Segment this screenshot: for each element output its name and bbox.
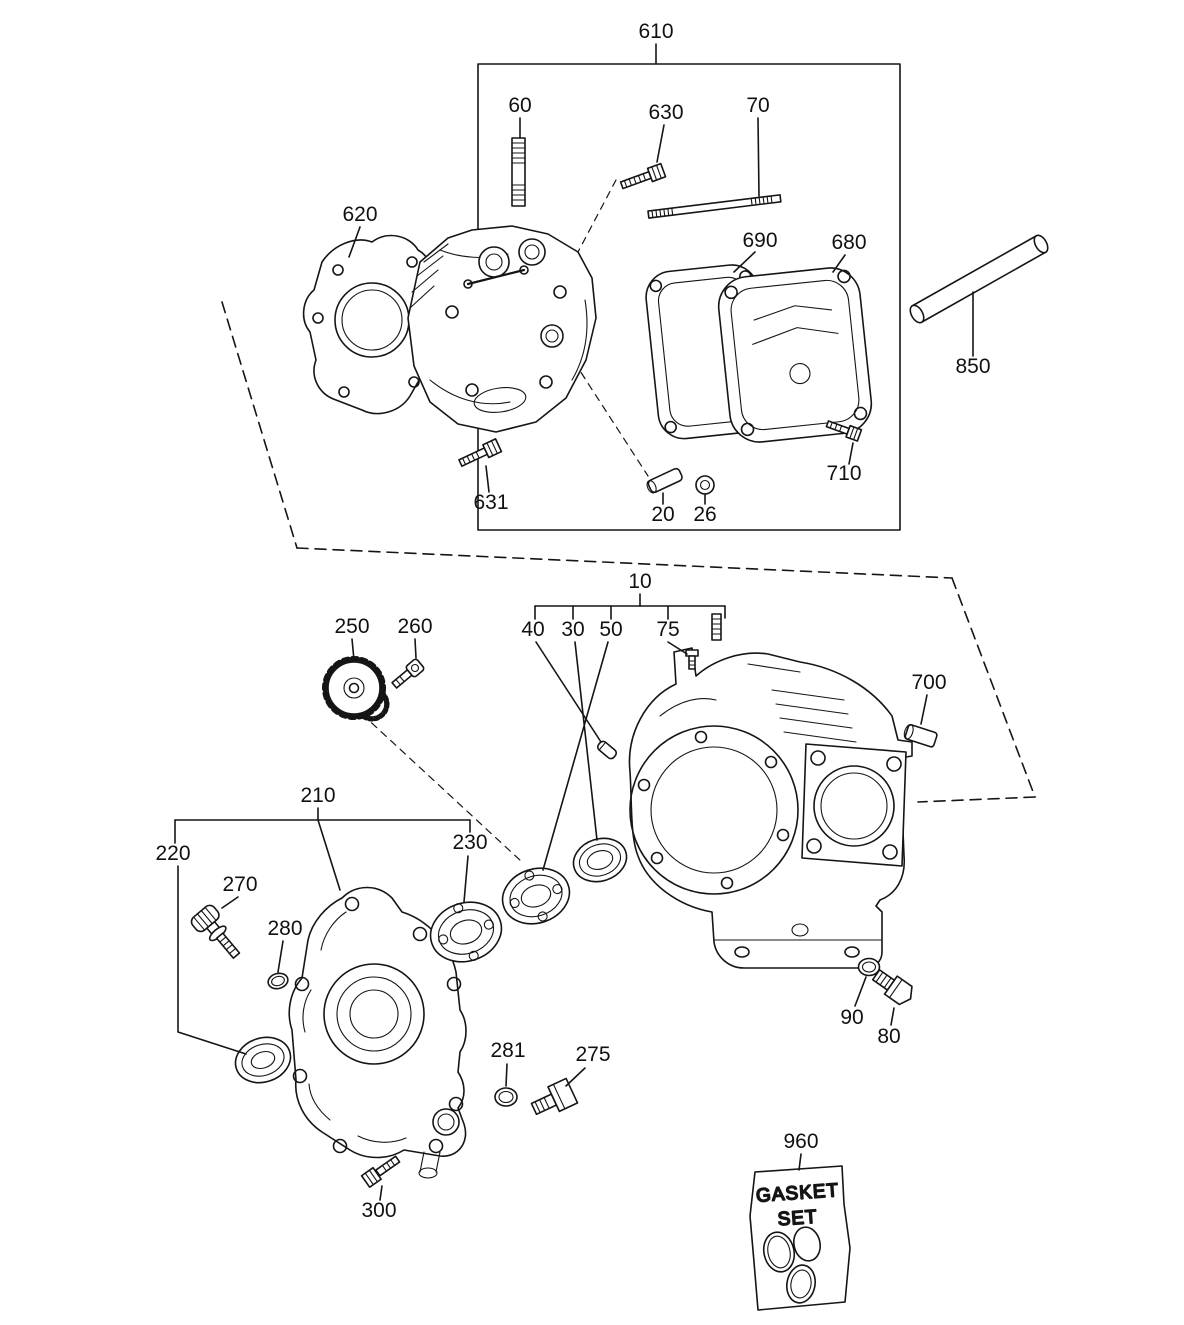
o-ring-90 [857, 957, 881, 977]
part-label-300: 300 [361, 1199, 396, 1222]
oil-seal-30 [572, 837, 628, 883]
bolt-710 [825, 420, 863, 442]
part-label-260: 260 [397, 615, 432, 638]
o-ring-280 [267, 972, 289, 990]
part-label-220: 220 [155, 842, 190, 865]
part-label-30: 30 [561, 618, 584, 641]
bolt-630 [619, 162, 667, 190]
ball-bearing-230 [429, 901, 503, 963]
part-label-10: 10 [628, 570, 651, 593]
bolt-631 [458, 438, 503, 467]
part-label-275: 275 [575, 1043, 610, 1066]
part-label-280: 280 [267, 917, 302, 940]
gasket-set-960: GASKET SET [749, 1165, 851, 1311]
part-label-630: 630 [648, 101, 683, 124]
bracket-210 [174, 807, 471, 891]
governor-gear-250 [322, 656, 390, 722]
part-label-700: 700 [911, 671, 946, 694]
part-label-710: 710 [826, 462, 861, 485]
part-label-90: 90 [840, 1006, 863, 1029]
oil-seal-220 [234, 1036, 292, 1084]
part-label-850: 850 [955, 355, 990, 378]
bracket-10 [534, 593, 726, 620]
breather-tube-850 [909, 234, 1049, 324]
stud-bolt-60 [511, 137, 526, 207]
stud-bolt-70 [647, 194, 782, 219]
cylinder-head [407, 225, 597, 433]
part-label-50: 50 [599, 618, 622, 641]
part-label-281: 281 [490, 1039, 525, 1062]
part-label-680: 680 [831, 231, 866, 254]
part-label-631: 631 [473, 491, 508, 514]
gasket-set-text-line2: SET [777, 1207, 818, 1231]
crankcase [628, 613, 913, 969]
dowel-pin-40 [596, 740, 618, 760]
dowel-pin-700 [903, 724, 938, 748]
part-label-40: 40 [521, 618, 544, 641]
section-boundary-dashed [221, 301, 1036, 803]
leader-lines [177, 117, 974, 1201]
part-label-230: 230 [452, 831, 487, 854]
part-label-960: 960 [783, 1130, 818, 1153]
part-label-20: 20 [651, 503, 674, 526]
bolt-300 [360, 1155, 401, 1189]
side-cover-210 [288, 886, 467, 1179]
part-label-210: 210 [300, 784, 335, 807]
part-label-250: 250 [334, 615, 369, 638]
valve-cover-680 [717, 267, 873, 443]
part-label-60: 60 [508, 94, 531, 117]
drain-plug-80 [871, 969, 913, 1006]
part-label-270: 270 [222, 873, 257, 896]
pipe-20 [646, 467, 683, 494]
part-label-620: 620 [342, 203, 377, 226]
part-label-26: 26 [693, 503, 716, 526]
ball-bearing-50 [501, 867, 571, 925]
part-label-75: 75 [656, 618, 679, 641]
part-label-690: 690 [742, 229, 777, 252]
part-label-70: 70 [746, 94, 769, 117]
part-label-610: 610 [638, 20, 673, 43]
cap-nut-26 [695, 475, 715, 495]
bolt-260 [391, 658, 425, 689]
part-labels: 610 60 630 70 620 690 680 850 631 20 26 710 10 250 260… [155, 20, 990, 1222]
oil-dipstick-270 [190, 904, 241, 959]
o-ring-281 [494, 1087, 518, 1107]
square-plug-275 [530, 1077, 579, 1116]
part-label-80: 80 [877, 1025, 900, 1048]
